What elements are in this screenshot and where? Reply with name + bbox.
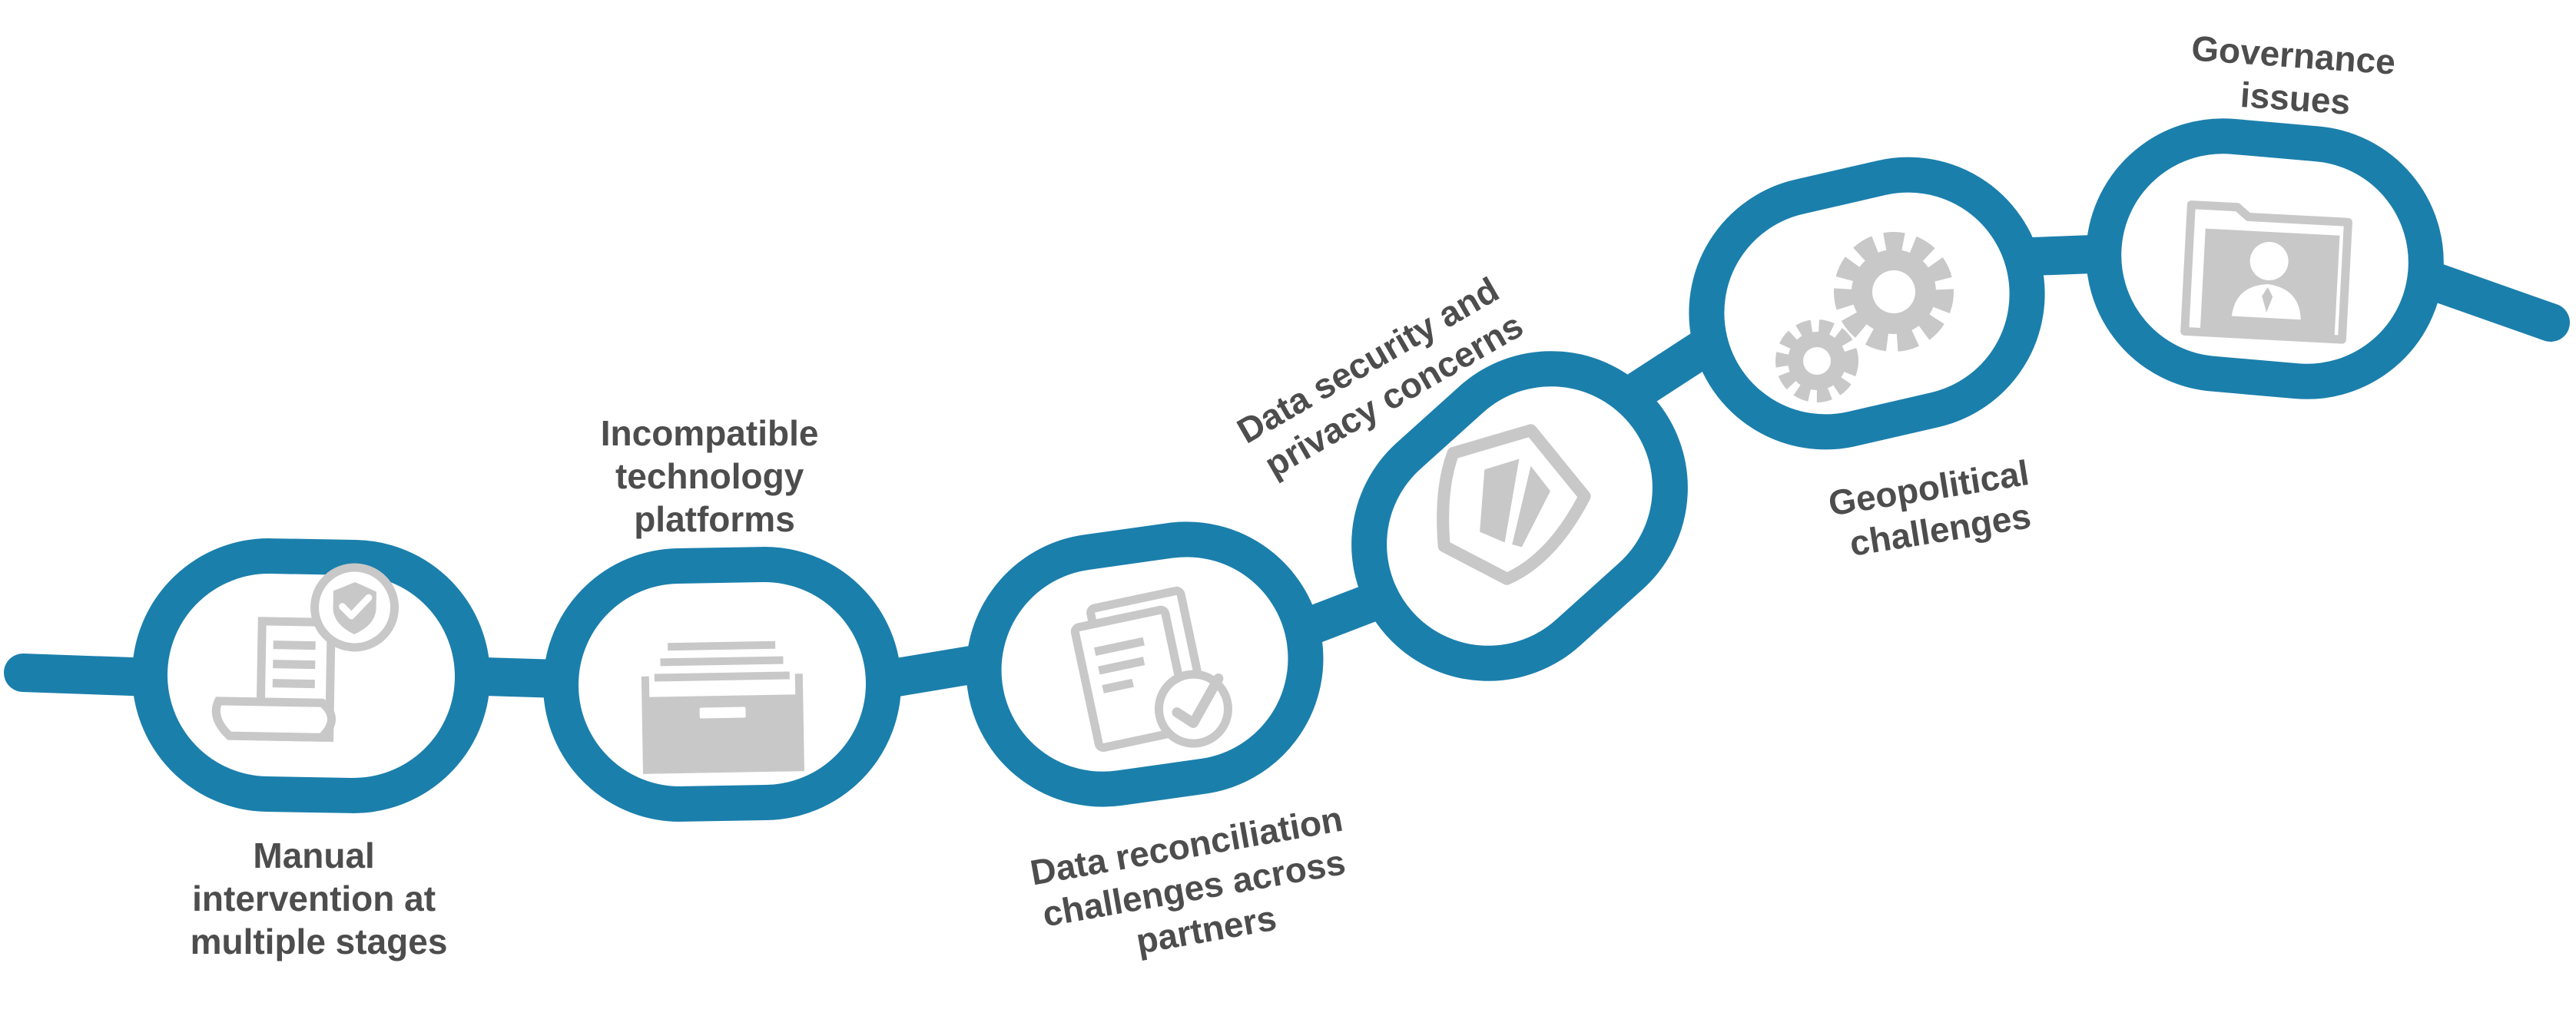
- chain-tail-left: [4, 654, 173, 697]
- gears-icon: [1775, 232, 1954, 402]
- documents-check-icon: [1070, 586, 1232, 752]
- label-governance: Governance issues: [2187, 28, 2407, 125]
- label-geopolitical: Geopolitical challenges: [1825, 451, 2048, 566]
- shield-icon: [1437, 424, 1591, 585]
- label-manual: Manual intervention at multiple stages: [191, 836, 448, 961]
- file-drawer-icon: [641, 640, 804, 774]
- profile-folder-icon: [2180, 200, 2352, 344]
- label-incompatible: Incompatible technology platforms: [601, 413, 829, 539]
- document-shield-check-icon: [211, 563, 399, 743]
- chain-link-manual: [132, 538, 490, 813]
- chain-link-incompatible: [543, 547, 901, 822]
- label-reconciliation: Data reconciliation challenges across pa…: [1027, 797, 1370, 978]
- chain-link-reconciliation: [966, 521, 1324, 807]
